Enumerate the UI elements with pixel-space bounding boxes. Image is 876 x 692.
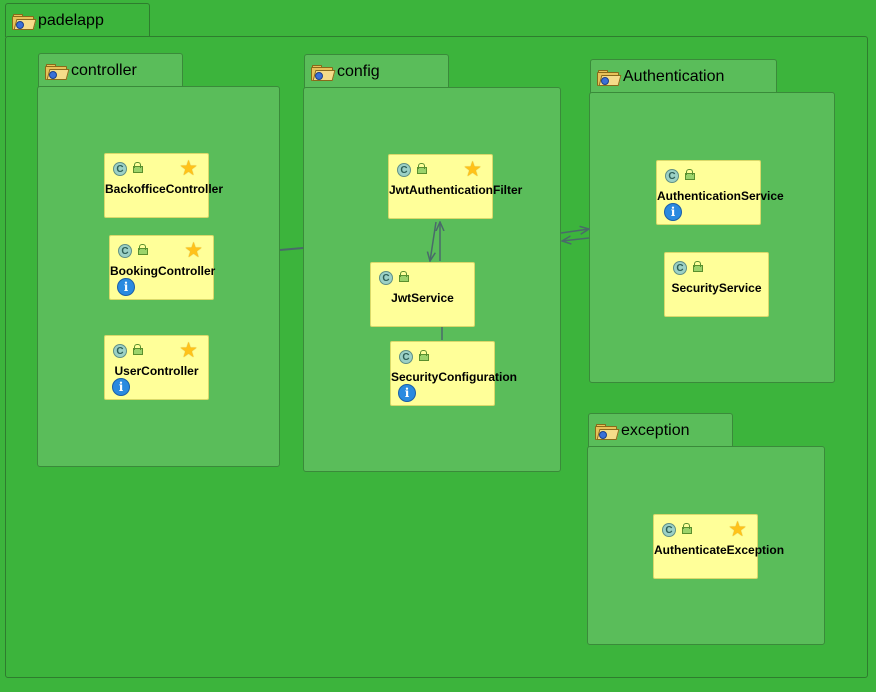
class-jwt-service[interactable]: C JwtService (370, 262, 475, 327)
class-security-service[interactable]: C SecurityService (664, 252, 769, 317)
package-tab-authentication[interactable]: Authentication (590, 59, 777, 93)
folder-icon (12, 13, 37, 30)
public-icon (133, 162, 143, 173)
package-label: Authentication (623, 67, 725, 85)
folder-icon (595, 423, 620, 440)
class-icon: C (662, 523, 676, 537)
class-icon: C (113, 162, 127, 176)
package-tab-padelapp[interactable]: padelapp (5, 3, 150, 37)
class-name: BackofficeController (105, 182, 224, 196)
class-icon: C (665, 169, 679, 183)
star-icon: ★ (463, 158, 482, 181)
class-booking-controller[interactable]: C ★ BookingController i (109, 235, 216, 300)
public-icon (138, 244, 148, 255)
package-label: controller (71, 61, 137, 79)
public-icon (399, 271, 409, 282)
class-name: JwtAuthenticationFilter (389, 183, 523, 197)
class-name: JwtService (391, 291, 454, 305)
class-icon: C (399, 350, 413, 364)
class-icon: C (673, 261, 687, 275)
package-tab-controller[interactable]: controller (38, 53, 183, 87)
public-icon (682, 523, 692, 534)
star-icon: ★ (179, 339, 198, 362)
class-name: AuthenticationService (657, 189, 784, 203)
package-tab-exception[interactable]: exception (588, 413, 733, 447)
public-icon (417, 163, 427, 174)
class-authenticate-exception[interactable]: C ★ AuthenticateException (653, 514, 785, 579)
star-icon: ★ (184, 239, 203, 262)
info-icon: i (664, 203, 682, 221)
class-authentication-service[interactable]: C AuthenticationService i (656, 160, 784, 225)
class-security-configuration[interactable]: C SecurityConfiguration i (390, 341, 518, 406)
star-icon: ★ (728, 518, 747, 541)
info-icon: i (117, 278, 135, 296)
public-icon (685, 169, 695, 180)
class-backoffice-controller[interactable]: C ★ BackofficeController (104, 153, 224, 218)
package-label: config (337, 62, 380, 80)
class-name: BookingController (110, 264, 216, 278)
class-user-controller[interactable]: C ★ UserController i (104, 335, 209, 400)
class-name: SecurityConfiguration (391, 370, 518, 384)
folder-icon (597, 69, 622, 86)
package-label: exception (621, 421, 690, 439)
class-name: UserController (114, 364, 199, 378)
class-jwt-authentication-filter[interactable]: C ★ JwtAuthenticationFilter (388, 154, 523, 219)
package-label: padelapp (38, 11, 104, 29)
folder-icon (45, 63, 70, 80)
folder-icon (311, 64, 336, 81)
info-icon: i (112, 378, 130, 396)
class-icon: C (118, 244, 132, 258)
class-icon: C (397, 163, 411, 177)
public-icon (693, 261, 703, 272)
public-icon (419, 350, 429, 361)
class-name: SecurityService (671, 281, 762, 295)
star-icon: ★ (179, 157, 198, 180)
class-icon: C (113, 344, 127, 358)
public-icon (133, 344, 143, 355)
package-authentication[interactable] (589, 92, 835, 383)
package-tab-config[interactable]: config (304, 54, 449, 88)
class-icon: C (379, 271, 393, 285)
class-name: AuthenticateException (654, 543, 785, 557)
info-icon: i (398, 384, 416, 402)
